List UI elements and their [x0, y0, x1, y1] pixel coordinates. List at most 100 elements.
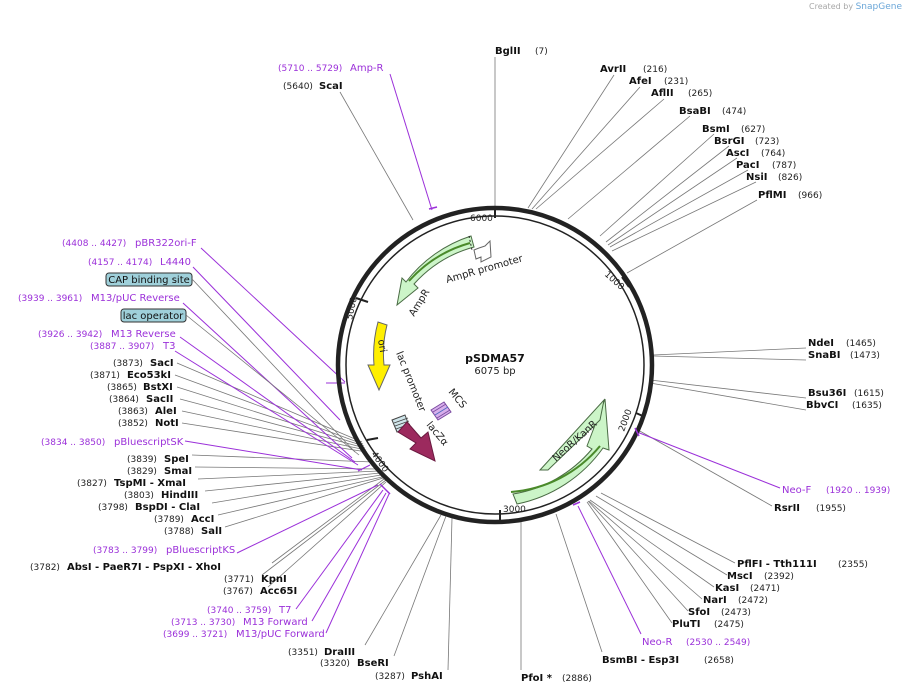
enzyme-eco53ki-pos: (3871) — [90, 371, 120, 381]
enzyme-bsabi[interactable]: BsaBI — [679, 106, 711, 117]
enzyme-alei-pos: (3863) — [118, 407, 148, 417]
enzyme-bspdi-clai[interactable]: BspDI - ClaI — [135, 502, 200, 513]
enzyme-bstxi-pos: (3865) — [107, 383, 137, 393]
enzyme-bsu36i[interactable]: Bsu36I — [808, 388, 846, 399]
enzyme-snabi[interactable]: SnaBI — [808, 350, 840, 361]
enzyme-sfoi[interactable]: SfoI — [688, 607, 710, 618]
enzyme-eco53ki[interactable]: Eco53kI — [127, 370, 171, 381]
ampr-arrow[interactable] — [396, 235, 475, 307]
enzyme-msci[interactable]: MscI — [727, 571, 753, 582]
primer-amp-r-range: (5710 .. 5729) — [278, 64, 342, 74]
enzyme-bseri-pos: (3320) — [320, 659, 350, 669]
enzyme-xhoi-group[interactable]: AbsI - PaeR7I - PspXI - XhoI — [67, 562, 221, 573]
enzyme-nari[interactable]: NarI — [703, 595, 727, 606]
enzyme-scai[interactable]: ScaI — [319, 81, 343, 92]
primer-l4440[interactable]: L4440 — [160, 257, 191, 268]
enzyme-bglii[interactable]: BglII — [495, 46, 521, 57]
boxed-feature-cap[interactable]: CAP binding site — [105, 272, 193, 287]
enzyme-tspmi-xmai[interactable]: TspMI - XmaI — [114, 478, 186, 489]
enzyme-rsrii-pos: (1955) — [816, 504, 846, 514]
primer-connectors — [174, 73, 781, 635]
boxed-feature-lac-operator[interactable]: lac operator — [120, 308, 187, 323]
primer-t3[interactable]: T3 — [162, 341, 175, 352]
enzyme-rsrii[interactable]: RsrII — [774, 503, 800, 514]
primer-m13-reverse[interactable]: M13 Reverse — [111, 329, 176, 340]
watermark-brand: SnapGene — [855, 2, 902, 12]
snapgene-watermark: Created by SnapGene — [809, 2, 902, 12]
enzyme-sali[interactable]: SalI — [201, 526, 222, 537]
primer-m13-forward[interactable]: M13 Forward — [243, 617, 308, 628]
enzyme-bbvci[interactable]: BbvCI — [806, 400, 838, 411]
primer-m13-puc-forward[interactable]: M13/pUC Forward — [236, 629, 325, 640]
enzyme-smai[interactable]: SmaI — [164, 466, 192, 477]
enzyme-noti[interactable]: NotI — [155, 418, 179, 429]
enzyme-saci[interactable]: SacI — [150, 358, 174, 369]
primer-neo-f[interactable]: Neo-F — [782, 485, 812, 496]
enzyme-hindiii-pos: (3803) — [124, 491, 154, 501]
enzyme-noti-pos: (3852) — [118, 419, 148, 429]
enzyme-bstxi[interactable]: BstXI — [143, 382, 173, 393]
enzyme-spei[interactable]: SpeI — [164, 454, 189, 465]
enzyme-nsii[interactable]: NsiI — [746, 172, 767, 183]
primer-pbluescriptks[interactable]: pBluescriptKS — [166, 545, 235, 556]
enzyme-asci-pos: (764) — [761, 149, 785, 159]
primer-pbr322ori-f[interactable]: pBR322ori-F — [135, 238, 197, 249]
enzyme-bspdi-clai-pos: (3798) — [98, 503, 128, 513]
enzyme-pflmi[interactable]: PflMI — [758, 190, 786, 201]
enzyme-xhoi-group-pos: (3782) — [30, 563, 60, 573]
primer-neo-r-range: (2530 .. 2549) — [686, 638, 750, 648]
enzyme-ndei[interactable]: NdeI — [808, 338, 834, 349]
enzyme-pluti[interactable]: PluTI — [672, 619, 700, 630]
enzyme-labels-left: (3287) PshAI (3320) BseRI (3351) DraIII … — [30, 81, 443, 682]
label-lac-promoter: lac promoter — [393, 350, 428, 414]
enzyme-kasi[interactable]: KasI — [715, 583, 739, 594]
mcs-block[interactable] — [430, 401, 452, 421]
primer-t7[interactable]: T7 — [278, 605, 291, 616]
enzyme-afei-pos: (231) — [664, 77, 688, 87]
enzyme-saci-pos: (3873) — [113, 359, 143, 369]
enzyme-aflii[interactable]: AflII — [651, 88, 674, 99]
enzyme-acci[interactable]: AccI — [191, 514, 214, 525]
enzyme-bsmbi-esp3i[interactable]: BsmBI - Esp3I — [602, 655, 679, 666]
enzyme-tspmi-xmai-pos: (3827) — [77, 479, 107, 489]
enzyme-sacii[interactable]: SacII — [146, 394, 173, 405]
enzyme-bsrgi[interactable]: BsrGI — [714, 136, 744, 147]
ori-arrow[interactable] — [367, 321, 391, 392]
enzyme-alei[interactable]: AleI — [155, 406, 177, 417]
enzyme-bsrgi-pos: (723) — [755, 137, 779, 147]
enzyme-draiii[interactable]: DraIII — [324, 647, 355, 658]
enzyme-asci[interactable]: AscI — [726, 148, 749, 159]
enzyme-afei[interactable]: AfeI — [629, 76, 652, 87]
tick-5000: 5000 — [345, 296, 360, 321]
neor-orf-line — [510, 445, 601, 493]
primer-m13-puc-reverse[interactable]: M13/pUC Reverse — [91, 293, 180, 304]
enzyme-acc65i[interactable]: Acc65I — [260, 586, 297, 597]
enzyme-hindiii[interactable]: HindIII — [161, 490, 198, 501]
enzyme-acc65i-pos: (3767) — [223, 587, 253, 597]
enzyme-pshai[interactable]: PshAI — [411, 671, 443, 682]
enzyme-avrii[interactable]: AvrII — [600, 64, 626, 75]
primer-m13-puc-forward-range: (3699 .. 3721) — [163, 630, 227, 640]
enzyme-paci[interactable]: PacI — [736, 160, 759, 171]
enzyme-connectors — [174, 57, 807, 671]
enzyme-nari-pos: (2472) — [738, 596, 768, 606]
enzyme-pflfi-tth111i[interactable]: PflFI - Tth111I — [737, 559, 817, 570]
enzyme-bsmbi-esp3i-pos: (2658) — [704, 656, 734, 666]
enzyme-sali-pos: (3788) — [164, 527, 194, 537]
primer-pbluescriptsk-range: (3834 .. 3850) — [41, 438, 105, 448]
enzyme-bsmi[interactable]: BsmI — [702, 124, 730, 135]
enzyme-bglii-pos: (7) — [535, 47, 548, 57]
primer-pbluescriptsk[interactable]: pBluescriptSK — [114, 437, 184, 448]
lacz-alpha-arrow[interactable] — [397, 421, 436, 462]
primer-neo-r[interactable]: Neo-R — [642, 637, 673, 648]
enzyme-scai-pos: (5640) — [283, 82, 313, 92]
primer-pbluescriptks-range: (3783 .. 3799) — [93, 546, 157, 556]
primer-amp-r[interactable]: Amp-R — [350, 63, 384, 74]
ampr-promoter-arrow[interactable] — [473, 239, 492, 263]
enzyme-spei-pos: (3839) — [127, 455, 157, 465]
enzyme-bseri[interactable]: BseRI — [357, 658, 389, 669]
enzyme-kpni[interactable]: KpnI — [261, 574, 287, 585]
enzyme-pfoi[interactable]: PfoI * — [521, 673, 553, 684]
lac-operator-label: lac operator — [123, 311, 184, 322]
